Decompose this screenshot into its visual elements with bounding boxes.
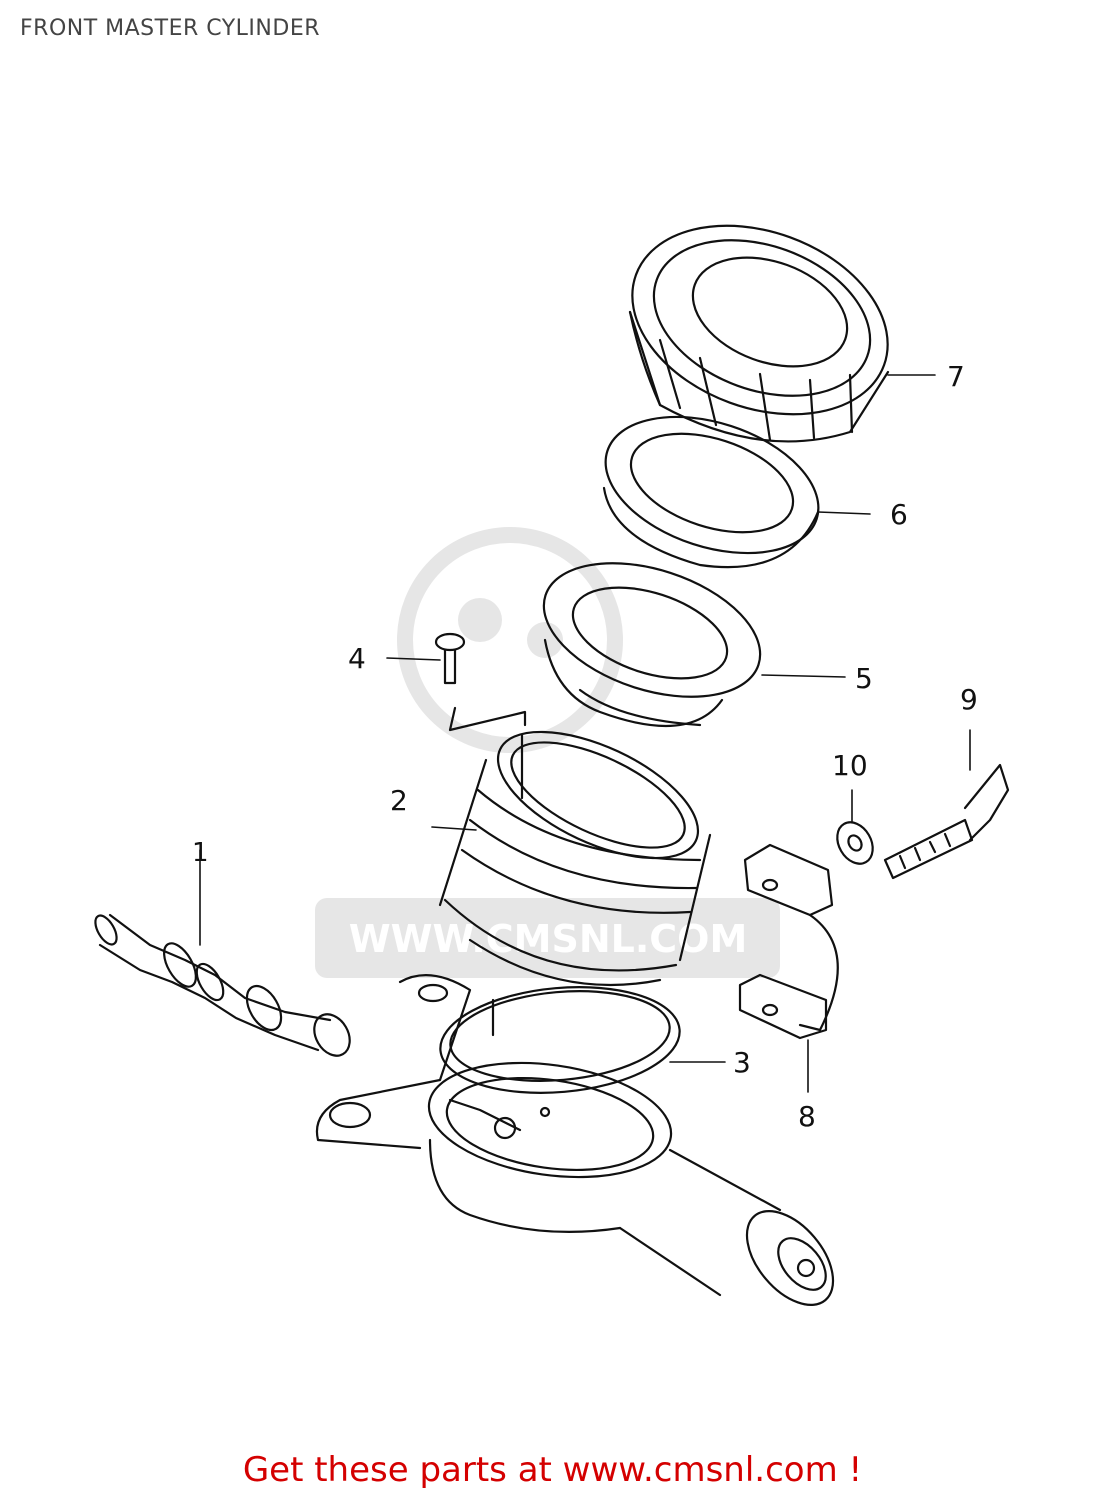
callout-1: 1 (192, 838, 209, 868)
o-ring (439, 986, 681, 1094)
washer (836, 821, 874, 865)
handlebar-clamp (738, 843, 839, 1040)
callout-4: 4 (348, 642, 366, 675)
cmsnl-watermark (315, 527, 780, 978)
diaphragm (542, 562, 762, 728)
reservoir-body (438, 730, 712, 987)
cmsnl-parts-link[interactable]: Get these parts at www.cmsnl.com ! (242, 1450, 863, 1490)
callout-6: 6 (890, 498, 908, 531)
callout-9: 9 (960, 683, 978, 716)
callout-8: 8 (798, 1100, 816, 1133)
callout-5: 5 (855, 662, 873, 695)
callout-3: 3 (733, 1046, 751, 1079)
diaphragm-plate (602, 415, 820, 569)
leader-lines (199, 374, 971, 1093)
clamp-bolt (883, 763, 1010, 880)
screw (434, 632, 527, 732)
piston-assembly (94, 913, 351, 1057)
watermark-text: WWW.CMSNL.COM (349, 917, 748, 961)
callout-10: 10 (832, 749, 868, 782)
callout-7: 7 (947, 360, 965, 393)
master-cylinder-body (315, 974, 835, 1306)
callout-2: 2 (390, 784, 408, 817)
page-title: FRONT MASTER CYLINDER (20, 16, 321, 41)
reservoir-cap (628, 224, 890, 443)
